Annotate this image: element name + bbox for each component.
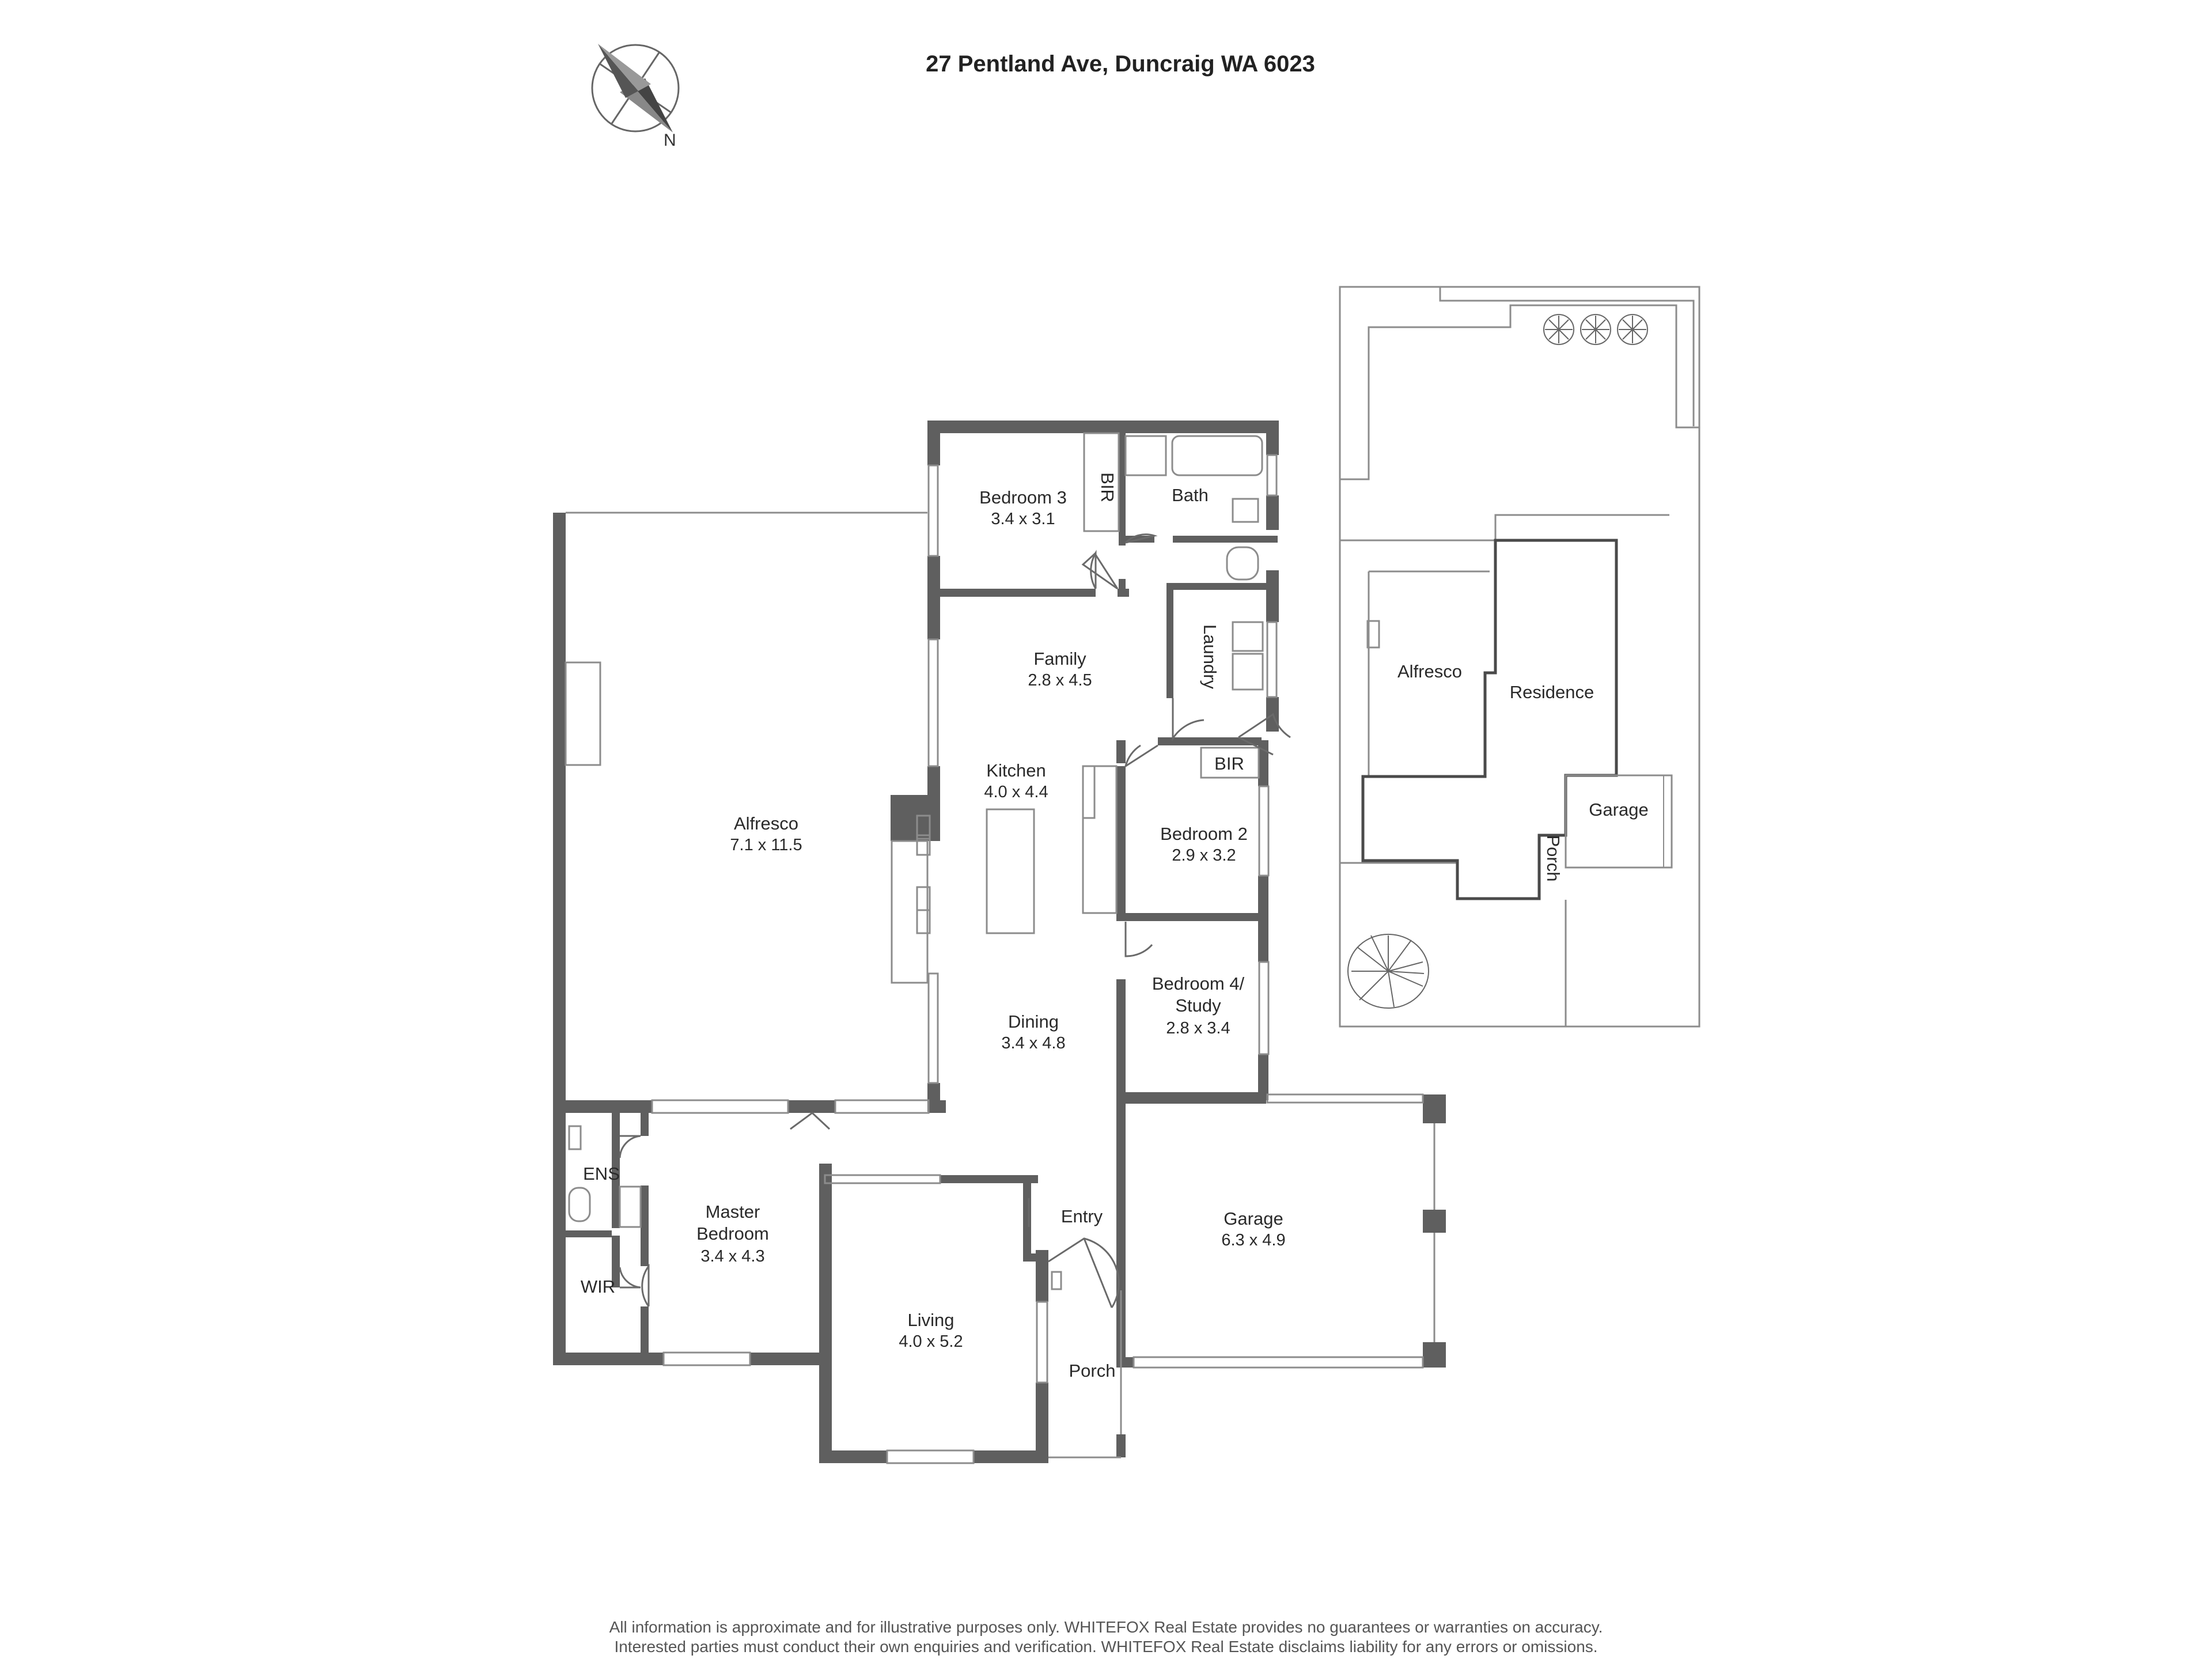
thin-lines bbox=[565, 432, 1435, 1464]
label-alfresco: Alfresco bbox=[734, 813, 798, 834]
label-bir-bedroom3: BIR bbox=[1097, 472, 1118, 502]
door-swings bbox=[619, 533, 1291, 1308]
site-label-alfresco: Alfresco bbox=[1397, 661, 1462, 681]
dim-dining: 3.4 x 4.8 bbox=[1001, 1034, 1065, 1052]
label-bedroom4-line1: Bedroom 4/ bbox=[1152, 974, 1245, 994]
property-address: 27 Pentland Ave, Duncraig WA 6023 bbox=[926, 51, 1315, 77]
dim-bedroom2: 2.9 x 3.2 bbox=[1172, 846, 1236, 865]
dim-master: 3.4 x 4.3 bbox=[700, 1247, 764, 1266]
label-bath: Bath bbox=[1172, 485, 1209, 505]
label-living: Living bbox=[908, 1310, 955, 1330]
dim-bedroom4: 2.8 x 3.4 bbox=[1166, 1019, 1230, 1037]
site-label-residence: Residence bbox=[1510, 682, 1594, 702]
disclaimer-line2: Interested parties must conduct their ow… bbox=[614, 1638, 1598, 1656]
north-label: N bbox=[664, 131, 676, 150]
label-ens: ENS bbox=[583, 1164, 620, 1184]
label-laundry: Laundry bbox=[1200, 624, 1220, 690]
label-porch: Porch bbox=[1069, 1361, 1116, 1381]
house-walls bbox=[553, 421, 1446, 1463]
site-label-porch: Porch bbox=[1543, 835, 1563, 882]
site-plan: Alfresco Residence Garage Porch bbox=[1339, 286, 1700, 1028]
label-bedroom3: Bedroom 3 bbox=[979, 487, 1067, 507]
room-labels: Bedroom 3 3.4 x 3.1 BIR Bath Family 2.8 … bbox=[581, 472, 1286, 1381]
palm-tree-icon bbox=[1347, 934, 1429, 1009]
tree-icon bbox=[1543, 314, 1648, 345]
label-bir-bedroom2: BIR bbox=[1214, 753, 1244, 774]
label-garage: Garage bbox=[1224, 1209, 1283, 1229]
label-entry: Entry bbox=[1061, 1206, 1103, 1226]
dim-alfresco: 7.1 x 11.5 bbox=[730, 836, 802, 854]
label-master-line2: Bedroom bbox=[696, 1224, 769, 1244]
label-master-line1: Master bbox=[706, 1202, 760, 1222]
label-wir: WIR bbox=[581, 1277, 615, 1297]
disclaimer-line1: All information is approximate and for i… bbox=[609, 1618, 1603, 1636]
label-kitchen: Kitchen bbox=[986, 760, 1046, 781]
dim-garage: 6.3 x 4.9 bbox=[1221, 1231, 1285, 1249]
dim-living: 4.0 x 5.2 bbox=[899, 1332, 963, 1351]
dim-kitchen: 4.0 x 4.4 bbox=[984, 783, 1048, 801]
label-bedroom4-line2: Study bbox=[1175, 995, 1221, 1016]
label-bedroom2: Bedroom 2 bbox=[1160, 824, 1248, 844]
site-label-garage: Garage bbox=[1589, 800, 1648, 820]
dim-bedroom3: 3.4 x 3.1 bbox=[991, 510, 1055, 528]
label-family: Family bbox=[1033, 649, 1086, 669]
compass-icon bbox=[591, 44, 680, 132]
label-dining: Dining bbox=[1008, 1012, 1059, 1032]
dim-family: 2.8 x 4.5 bbox=[1028, 671, 1092, 690]
